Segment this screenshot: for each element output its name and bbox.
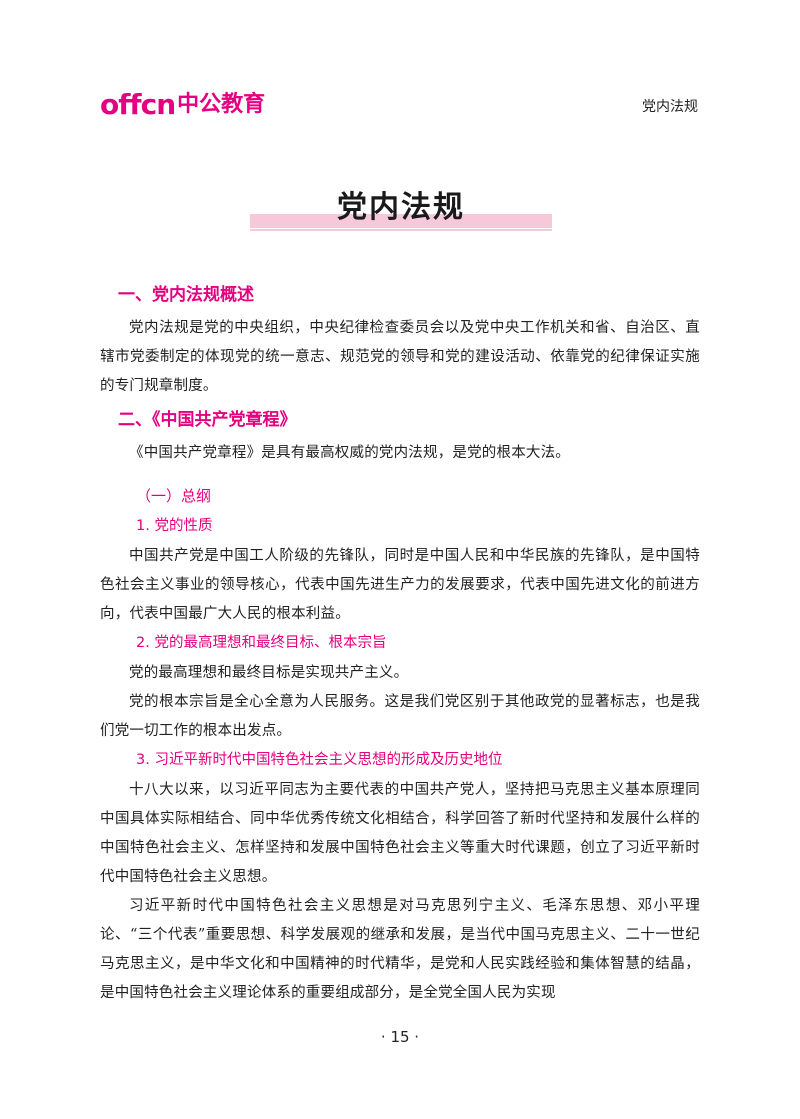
paragraph-overview: 党内法规是党的中央组织，中央纪律检查委员会以及党中央工作机关和省、自治区、直辖市… bbox=[100, 320, 700, 394]
logo-chinese-text: 中公教育 bbox=[177, 92, 266, 117]
paragraph-constitution: 《中国共产党章程》是具有最高权威的党内法规，是党的根本大法。 bbox=[129, 445, 570, 461]
section-heading-constitution: 二、《中国共产党章程》 bbox=[118, 410, 297, 430]
paragraph-purpose: 党的根本宗旨是全心全意为人民服务。这是我们党区别于其他政党的显著标志，也是我们党… bbox=[100, 694, 700, 739]
page-header: offcn 中公教育 党内法规 bbox=[100, 88, 700, 128]
item-heading-party-nature: 1. 党的性质 bbox=[136, 518, 213, 534]
section-heading-overview: 一、党内法规概述 bbox=[118, 285, 254, 305]
page-number: · 15 · bbox=[380, 1028, 420, 1046]
paragraph-xi-thought-formation: 十八大以来，以习近平同志为主要代表的中国共产党人，坚持把马克思主义基本原理同中国… bbox=[100, 782, 700, 885]
offcn-logo: offcn 中公教育 bbox=[100, 88, 265, 122]
paragraph-xi-thought-status: 习近平新时代中国特色社会主义思想是对马克思列宁主义、毛泽东思想、邓小平理论、“三… bbox=[100, 898, 700, 1001]
page-body: 一、党内法规概述 党内法规是党的中央组织，中央纪律检查委员会以及党中央工作机关和… bbox=[100, 280, 700, 1008]
title-highlight-band bbox=[250, 214, 552, 228]
chapter-title: 党内法规 bbox=[337, 190, 465, 225]
item-heading-ideals-purpose: 2. 党的最高理想和最终目标、根本宗旨 bbox=[136, 635, 387, 651]
item-heading-xi-thought: 3. 习近平新时代中国特色社会主义思想的形成及历史地位 bbox=[136, 752, 503, 768]
title-underline bbox=[250, 229, 552, 231]
logo-latin-text: offcn bbox=[100, 88, 176, 121]
running-header-section: 党内法规 bbox=[642, 99, 698, 115]
subsection-heading-general: （一）总纲 bbox=[136, 487, 212, 505]
chapter-title-block: 党内法规 bbox=[250, 188, 552, 240]
paragraph-party-nature: 中国共产党是中国工人阶级的先锋队，同时是中国人民和中华民族的先锋队，是中国特色社… bbox=[100, 548, 700, 622]
paragraph-ideals: 党的最高理想和最终目标是实现共产主义。 bbox=[129, 665, 409, 681]
